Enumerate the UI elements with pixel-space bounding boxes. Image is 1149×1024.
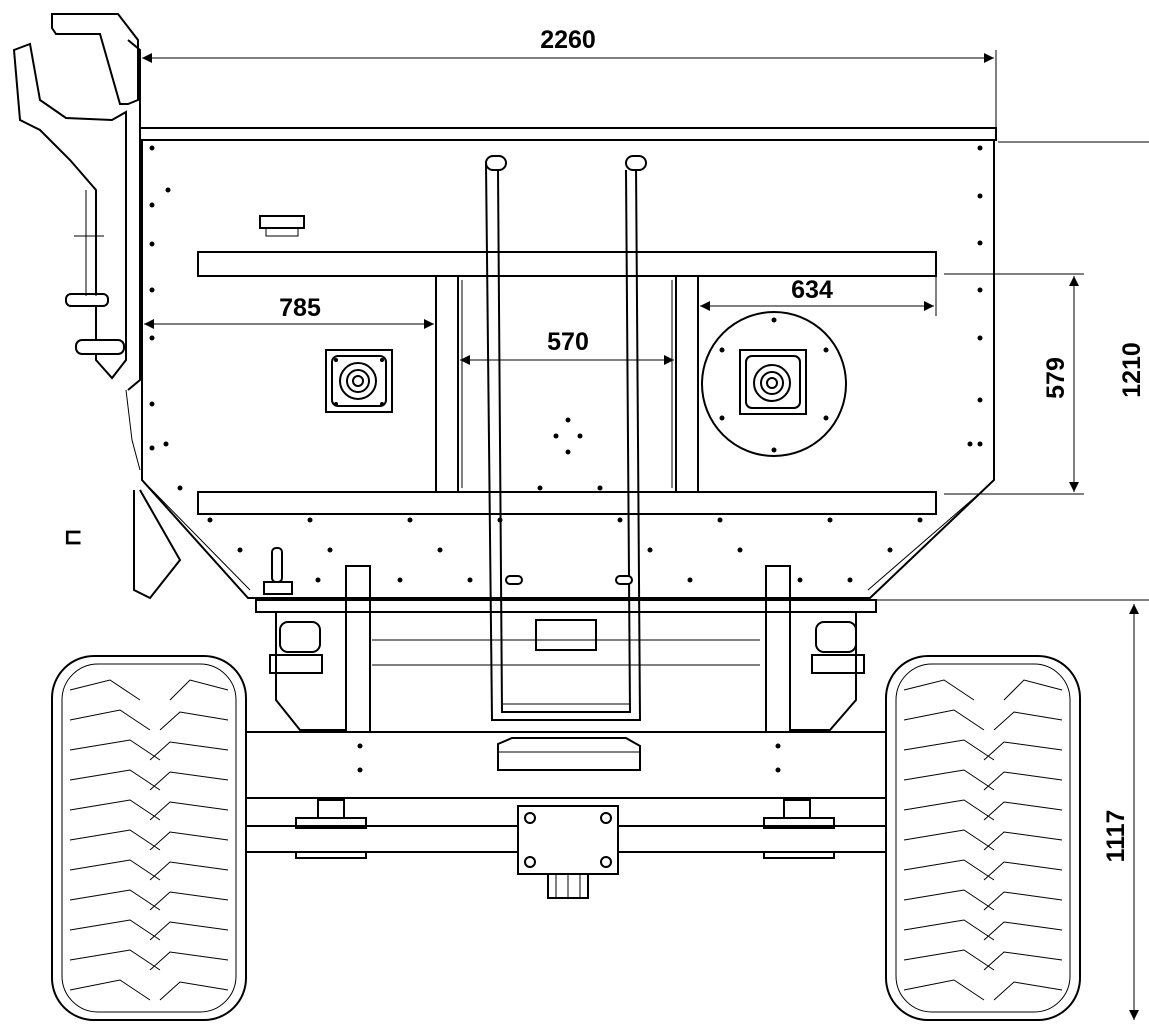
dim-right-section: 634 xyxy=(791,276,833,304)
dim-frame-gap: 570 xyxy=(547,328,589,356)
dim-left-section: 785 xyxy=(279,294,321,322)
ladder xyxy=(485,155,647,721)
dim-overall-width: 2260 xyxy=(540,26,596,54)
side-arm xyxy=(12,13,141,471)
rear-bumper xyxy=(239,731,899,799)
rivets xyxy=(149,145,983,583)
margin-mark: ⊏ xyxy=(64,524,82,549)
left-hatch xyxy=(325,349,393,413)
dimension-lines xyxy=(142,50,1149,1020)
right-tire xyxy=(885,655,1081,1021)
left-tire xyxy=(51,655,247,1021)
dim-ground-clearance: 1117 xyxy=(1102,810,1130,863)
lower-beam xyxy=(197,491,937,515)
frame-posts xyxy=(435,275,699,493)
upper-beam xyxy=(197,251,937,277)
hopper-body xyxy=(133,127,997,600)
axle-and-hitch xyxy=(245,799,891,899)
dim-body-height: 1210 xyxy=(1118,342,1146,398)
right-hatch xyxy=(701,311,847,457)
dim-beam-spacing: 579 xyxy=(1042,357,1070,399)
